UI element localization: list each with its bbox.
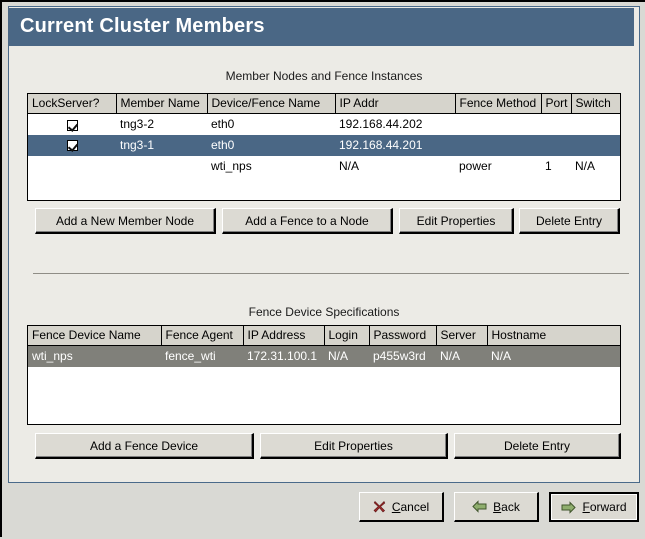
forward-button[interactable]: Forward (549, 492, 639, 522)
cell-hostname: N/A (487, 345, 620, 367)
cell-ip-address: 172.31.100.1 (243, 345, 324, 367)
forward-mnemonic: F (582, 500, 590, 514)
cell-login: N/A (324, 345, 369, 367)
fence-delete-entry-button[interactable]: Delete Entry (454, 433, 621, 459)
member-nodes-table[interactable]: LockServer? Member Name Device/Fence Nam… (27, 93, 621, 201)
cell-member-name (116, 155, 207, 177)
cell-lockserver[interactable] (28, 113, 116, 135)
cell-password: p455w3rd (369, 345, 436, 367)
fence-devices-table[interactable]: Fence Device Name Fence Agent IP Address… (27, 325, 621, 425)
cell-member-name: tng3-1 (116, 134, 207, 156)
back-rest: ack (501, 499, 520, 514)
fence-devices-grid: Fence Device Name Fence Agent IP Address… (28, 326, 620, 367)
col-fence-device-name[interactable]: Fence Device Name (28, 326, 162, 346)
cell-device-fence-name: wti_nps (207, 155, 335, 177)
cancel-label: Cancel (392, 500, 429, 514)
cell-port: 1 (541, 155, 571, 177)
cell-switch (571, 134, 620, 156)
cancel-rest: ancel (400, 499, 430, 514)
cell-port (541, 134, 571, 156)
table-row[interactable]: tng3-2 eth0 192.168.44.202 (28, 113, 620, 135)
col-fence-agent[interactable]: Fence Agent (161, 326, 244, 346)
back-button[interactable]: Back (454, 492, 539, 522)
cell-ip-addr: N/A (335, 155, 455, 177)
dialog-footer: Cancel Back Forward (2, 484, 645, 539)
cancel-x-icon (373, 500, 386, 513)
forward-label: Forward (582, 500, 626, 514)
cell-fence-method (455, 113, 541, 135)
col-server[interactable]: Server (436, 326, 488, 346)
col-device-fence-name[interactable]: Device/Fence Name (207, 94, 336, 114)
member-section-caption: Member Nodes and Fence Instances (225, 69, 423, 83)
page-title: Current Cluster Members (20, 15, 265, 37)
cell-ip-addr: 192.168.44.202 (335, 113, 455, 135)
lockserver-checkbox[interactable] (66, 140, 78, 152)
arrow-right-icon (561, 500, 577, 514)
cell-device-fence-name: eth0 (207, 113, 335, 135)
col-lockserver[interactable]: LockServer? (28, 94, 117, 114)
cell-fence-method: power (455, 155, 541, 177)
fence-table-header-row: Fence Device Name Fence Agent IP Address… (28, 326, 620, 346)
fence-section-caption: Fence Device Specifications (248, 305, 400, 319)
cancel-button[interactable]: Cancel (359, 492, 444, 522)
cell-member-name: tng3-2 (116, 113, 207, 135)
arrow-left-icon (472, 500, 487, 513)
cell-fence-device-name: wti_nps (28, 345, 161, 367)
cell-lockserver[interactable] (28, 134, 116, 156)
col-port[interactable]: Port (541, 94, 572, 114)
add-new-member-node-button[interactable]: Add a New Member Node (35, 208, 216, 234)
table-row[interactable]: wti_nps fence_wti 172.31.100.1 N/A p455w… (28, 345, 620, 367)
fence-edit-properties-button[interactable]: Edit Properties (260, 433, 448, 459)
back-mnemonic: B (493, 499, 502, 514)
add-fence-device-button[interactable]: Add a Fence Device (35, 433, 254, 459)
member-edit-properties-button[interactable]: Edit Properties (399, 208, 514, 234)
lockserver-checkbox[interactable] (66, 119, 78, 131)
title-bar: Current Cluster Members (8, 8, 634, 46)
cell-port (541, 113, 571, 135)
cell-server: N/A (436, 345, 487, 367)
back-label: Back (493, 500, 520, 514)
member-delete-entry-button[interactable]: Delete Entry (519, 208, 620, 234)
cell-fence-agent: fence_wti (161, 345, 243, 367)
cell-device-fence-name: eth0 (207, 134, 335, 156)
col-member-name[interactable]: Member Name (116, 94, 208, 114)
col-ip-addr[interactable]: IP Addr (335, 94, 456, 114)
member-nodes-grid: LockServer? Member Name Device/Fence Nam… (28, 94, 620, 177)
content-panel: Member Nodes and Fence Instances LockSer… (8, 6, 640, 483)
cell-fence-method (455, 134, 541, 156)
col-password[interactable]: Password (369, 326, 437, 346)
cell-ip-addr: 192.168.44.201 (335, 134, 455, 156)
col-login[interactable]: Login (324, 326, 370, 346)
cell-lockserver (28, 155, 116, 177)
forward-rest: orward (589, 500, 627, 514)
cancel-mnemonic: C (391, 499, 401, 514)
add-fence-to-node-button[interactable]: Add a Fence to a Node (222, 208, 393, 234)
table-row[interactable]: tng3-1 eth0 192.168.44.201 (28, 134, 620, 156)
cell-switch (571, 113, 620, 135)
col-hostname[interactable]: Hostname (487, 326, 620, 346)
col-fence-method[interactable]: Fence Method (455, 94, 542, 114)
table-row[interactable]: wti_nps N/A power 1 N/A (28, 155, 620, 177)
col-ip-address[interactable]: IP Address (243, 326, 325, 346)
member-table-header-row: LockServer? Member Name Device/Fence Nam… (28, 94, 620, 114)
col-switch[interactable]: Switch (571, 94, 620, 114)
section-divider (33, 273, 629, 274)
cell-switch: N/A (571, 155, 620, 177)
